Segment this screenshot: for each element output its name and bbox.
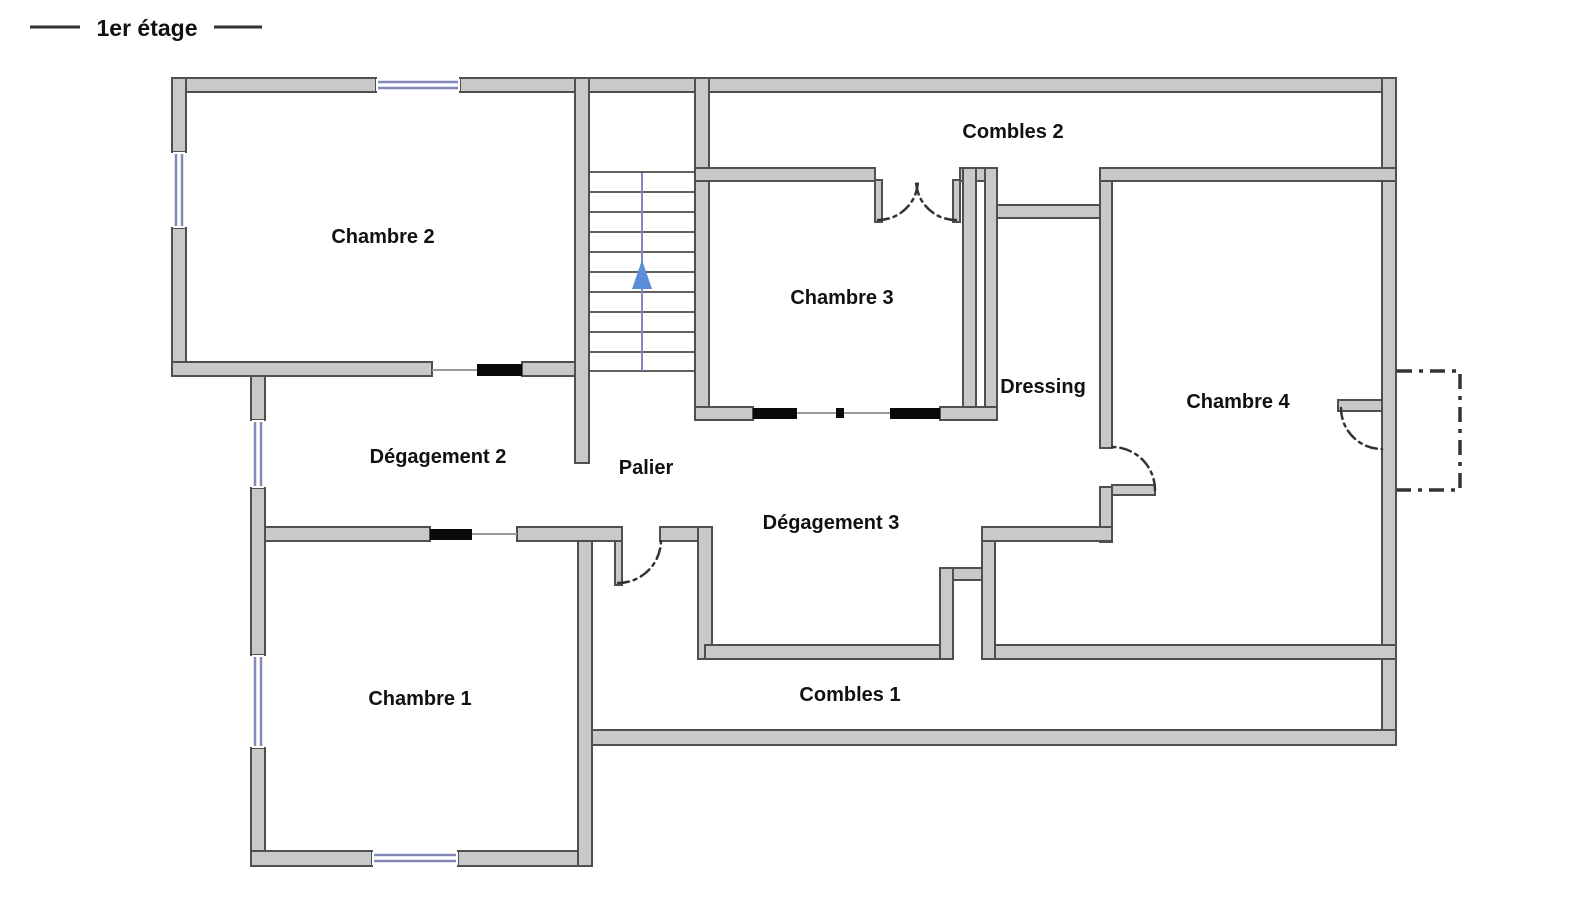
plan-title-group: 1er étage: [30, 15, 262, 41]
window-degagement2-left: [252, 420, 264, 488]
door-markers: [430, 364, 940, 540]
balcony-dashed-outline: [1397, 369, 1462, 492]
wall-combles1-bottom: [577, 729, 1397, 746]
page-title: 1er étage: [96, 15, 197, 41]
door-marker-chambre2: [477, 364, 522, 376]
door-arc-chambre3-right: [914, 179, 958, 222]
wall-left-upper-a: [171, 77, 187, 153]
wall-chambre2-bottom-b: [521, 361, 579, 377]
window-chambre1-bottom: [372, 852, 458, 865]
window-chambre2-top: [376, 79, 460, 91]
staircase: [590, 171, 694, 372]
room-label-chambre-4: Chambre 4: [1186, 391, 1290, 413]
wall-top-right-segment: [459, 77, 1397, 93]
wall-nook-left: [939, 567, 954, 660]
door-arc-chambre4-entry: [1110, 445, 1157, 492]
room-label-palier: Palier: [619, 457, 674, 479]
door-marker-chambre3-right: [890, 408, 940, 419]
room-label-degagement-3: Dégagement 3: [763, 512, 900, 534]
room-label-combles-1: Combles 1: [799, 684, 900, 706]
walls: [171, 77, 1397, 867]
wall-left-lower-b: [250, 487, 266, 656]
door-marker-chambre1: [430, 529, 472, 540]
wall-chambre3-right: [962, 167, 977, 421]
wall-chambre4-left-a: [1099, 167, 1113, 449]
wall-divider-b: [516, 526, 623, 542]
wall-left-lower-c: [250, 747, 266, 867]
wall-stair-right: [694, 77, 710, 421]
room-label-chambre-2: Chambre 2: [331, 226, 434, 248]
wall-chambre1-right: [577, 526, 593, 867]
wall-nook-right: [981, 526, 996, 660]
door-arcs: [616, 179, 1384, 585]
room-label-chambre-1: Chambre 1: [368, 688, 471, 710]
room-label-degagement-2: Dégagement 2: [370, 446, 507, 468]
wall-stair-left: [574, 77, 590, 464]
wall-dressing-top: [996, 204, 1113, 219]
wall-chambre3-top-a: [694, 167, 876, 182]
door-leaf-chambre3-left: [874, 179, 883, 223]
wall-divider-a: [264, 526, 431, 542]
window-chambre2-left: [173, 152, 185, 228]
wall-chambre1-bottom-left: [250, 850, 373, 867]
wall-dressing-left: [984, 167, 998, 421]
wall-chambre4-bottom-right: [981, 644, 1397, 660]
door-arc-combles1-entry: [616, 539, 663, 585]
door-arc-chambre4-exterior: [1339, 406, 1384, 451]
door-leaf-combles1: [614, 540, 623, 586]
wall-chambre3-bottom-a: [694, 406, 754, 421]
room-label-combles-2: Combles 2: [962, 121, 1063, 143]
wall-degagement3-vertical: [697, 526, 713, 660]
wall-chambre1-bottom-right: [457, 850, 593, 867]
window-chambre1-left: [252, 655, 264, 748]
door-leaf-chambre4-entry: [1111, 484, 1156, 496]
room-labels: Chambre 2 Combles 2 Chambre 3 Dressing C…: [331, 121, 1290, 710]
stair-up-arrow-icon: [632, 260, 652, 289]
wall-top-left-segment: [171, 77, 377, 93]
wall-left-upper-b: [171, 227, 187, 377]
room-label-chambre-3: Chambre 3: [790, 287, 893, 309]
door-arc-chambre3-left: [876, 179, 920, 222]
wall-chambre2-bottom-a: [171, 361, 433, 377]
room-label-dressing: Dressing: [1000, 376, 1086, 398]
door-leaf-chambre3-right: [952, 179, 961, 223]
wall-dressing-bottom: [981, 526, 1113, 542]
door-leaf-chambre4-exterior: [1337, 399, 1383, 412]
windows: [173, 79, 460, 865]
wall-chambre4-bottom-left: [704, 644, 954, 660]
wall-chambre3-bottom-b: [939, 406, 998, 421]
wall-chambre4-top: [1099, 167, 1397, 182]
door-marker-chambre3-center: [836, 408, 844, 418]
door-marker-chambre3-left: [753, 408, 797, 419]
